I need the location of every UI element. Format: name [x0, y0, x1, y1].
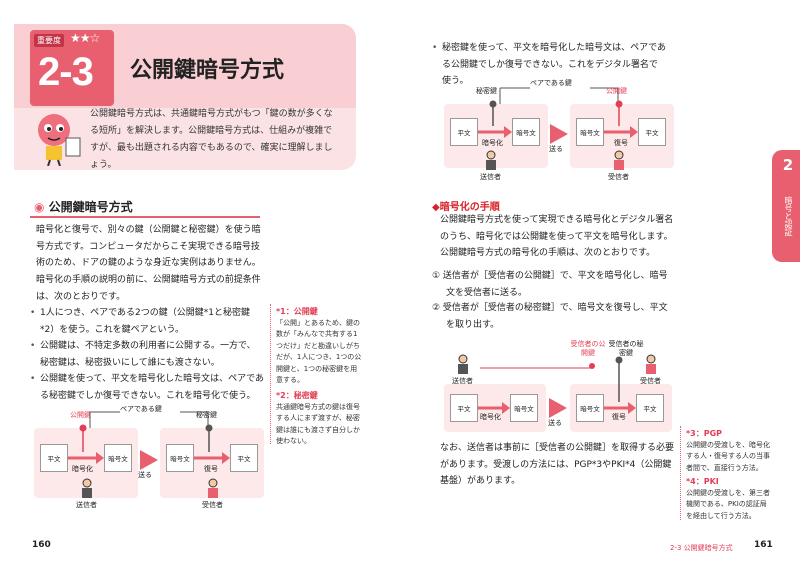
page-number-right: 161 — [754, 540, 773, 550]
plaintext-doc: 平文 — [450, 394, 478, 422]
sender-label: 送信者 — [480, 173, 501, 181]
sender-person-icon — [458, 354, 468, 374]
receiver-label: 受信者 — [608, 173, 629, 181]
send-label: 送る — [548, 419, 562, 427]
key-label-right: 秘密鍵 — [196, 411, 217, 419]
page-title: 公開鍵暗号方式 — [130, 58, 285, 83]
paragraph-1: 暗号化と復号で、別々の鍵（公開鍵と秘密鍵）を使う暗号方式です。コンピュータだから… — [36, 225, 261, 268]
send-arrow-icon — [549, 398, 567, 418]
encrypt-label: 暗号化 — [480, 413, 501, 421]
sender-label: 送信者 — [452, 377, 473, 385]
plaintext-doc: 平文 — [636, 394, 664, 422]
private-key-icon — [205, 424, 213, 452]
sidenote-2: *2：秘密鍵 共通鍵暗号方式の鍵は復号する人にまず渡すが、秘密鍵は誰にも渡さず自… — [276, 391, 360, 445]
importance-label: 重要度 — [34, 34, 64, 47]
key-transfer-line — [480, 363, 595, 369]
bullet-item: • 公開鍵を使って、平文を暗号化した暗号文は、ペアである秘密鍵でしか復号できない… — [30, 374, 265, 401]
chapter-tab — [772, 150, 800, 262]
private-key-icon — [615, 356, 623, 402]
send-arrow-icon — [550, 124, 568, 144]
sender-person-icon — [486, 150, 496, 170]
key-label-right: 受信者の秘密鍵 — [608, 340, 644, 357]
plaintext-doc: 平文 — [230, 444, 258, 472]
paragraph-4: なお、送信者は事前に［受信者の公開鍵］を取得する必要があります。受渡しの方法には… — [440, 443, 675, 486]
heading-underline — [30, 216, 260, 218]
plaintext-doc: 平文 — [40, 444, 68, 472]
sender-label: 送信者 — [76, 501, 97, 509]
paragraph-3: 公開鍵暗号方式を使って実現できる暗号化とデジタル署名のうち、暗号化では公開鍵を使… — [440, 215, 674, 258]
ciphertext-doc: 暗号文 — [166, 444, 194, 472]
send-arrow-icon — [140, 450, 158, 470]
chapter-number: 2 — [782, 156, 794, 174]
public-key-icon — [79, 424, 87, 452]
ciphertext-doc: 暗号文 — [576, 118, 604, 146]
section-heading: ◉ 公開鍵暗号方式 — [34, 200, 133, 214]
sidenote-3: *3：PGP 公開鍵の受渡しを、暗号化する人・復号する人の当事者間で、直接行う方… — [686, 429, 770, 472]
decrypt-label: 復号 — [614, 139, 628, 147]
receiver-person-icon — [646, 354, 656, 374]
key-label-left: 秘密鍵 — [476, 87, 497, 95]
decrypt-label: 復号 — [204, 465, 218, 473]
ciphertext-doc: 暗号文 — [510, 394, 538, 422]
plaintext-doc: 平文 — [638, 118, 666, 146]
encrypt-arrow-icon — [478, 126, 512, 138]
decrypt-arrow-icon — [604, 402, 636, 414]
receiver-label: 受信者 — [640, 377, 661, 385]
encrypt-label: 暗号化 — [482, 139, 503, 147]
private-key-icon — [489, 100, 497, 126]
encrypt-arrow-icon — [478, 402, 510, 414]
importance-stars-icon: ★★☆ — [70, 31, 100, 45]
sidenote-box — [270, 304, 362, 444]
section-number: 2-3 — [38, 50, 94, 94]
key-label-left: 公開鍵 — [70, 411, 91, 419]
sidenote-4: *4：PKI 公開鍵の受渡しを、第三者機関である、PKIの認証局を経由して行う方… — [686, 477, 770, 520]
bullet-item: • 1人につき、ペアである2つの鍵（公開鍵*1と秘密鍵*2）を使う。これを鍵ペア… — [30, 308, 250, 335]
heading-bullet-icon: ◉ — [34, 200, 45, 214]
sidenote-box — [680, 426, 772, 520]
subheading: ◆暗号化の手順 — [432, 202, 500, 213]
running-footer: 2-3 公開鍵暗号方式 — [670, 544, 733, 552]
receiver-person-icon — [614, 150, 624, 170]
paragraph-2: 暗号化の手順の説明の前に、公開鍵暗号方式の前提条件は、次のとおりです。 — [36, 275, 261, 302]
sidenote-1: *1：公開鍵 「公開」とあるため、鍵の数が「みんなで共有する1つだけ」だと勘違い… — [276, 307, 362, 384]
key-label-right: 公開鍵 — [606, 87, 627, 95]
public-key-icon — [615, 100, 623, 126]
plaintext-doc: 平文 — [450, 118, 478, 146]
intro-text: 公開鍵暗号方式は、共通鍵暗号方式がもつ「鍵の数が多くなる短所」を解決します。公開… — [90, 109, 333, 170]
encrypt-label: 暗号化 — [72, 465, 93, 473]
send-label: 送る — [549, 145, 563, 153]
ciphertext-doc: 暗号文 — [576, 394, 604, 422]
pair-label: ペアである鍵 — [530, 79, 572, 87]
pair-label: ペアである鍵 — [120, 405, 162, 413]
mascot-icon — [38, 114, 81, 166]
send-label: 送る — [138, 471, 152, 479]
receiver-person-icon — [208, 478, 218, 498]
encrypt-arrow-icon — [68, 452, 104, 464]
step-1: ① 送信者が［受信者の公開鍵］で、平文を暗号化し、暗号文を受信者に送る。 — [432, 271, 668, 298]
step-2: ② 受信者が［受信者の秘密鍵］で、暗号文を復号し、平文を取り出す。 — [432, 303, 668, 330]
bullet-item: • 公開鍵は、不特定多数の利用者に公開する。一方で、秘密鍵は、秘密扱いにして誰に… — [30, 341, 256, 368]
sender-person-icon — [82, 478, 92, 498]
key-label-left: 受信者の公開鍵 — [570, 340, 606, 357]
bullet-item: • 秘密鍵を使って、平文を暗号化した暗号文は、ペアである公開鍵でしか復号できない… — [432, 43, 667, 86]
decrypt-arrow-icon — [194, 452, 230, 464]
ciphertext-doc: 暗号文 — [104, 444, 132, 472]
decrypt-label: 復号 — [612, 413, 626, 421]
receiver-label: 受信者 — [202, 501, 223, 509]
page-number-left: 160 — [32, 540, 51, 550]
decrypt-arrow-icon — [604, 126, 638, 138]
chapter-label: 暗号と認証 — [784, 196, 793, 236]
ciphertext-doc: 暗号文 — [512, 118, 540, 146]
